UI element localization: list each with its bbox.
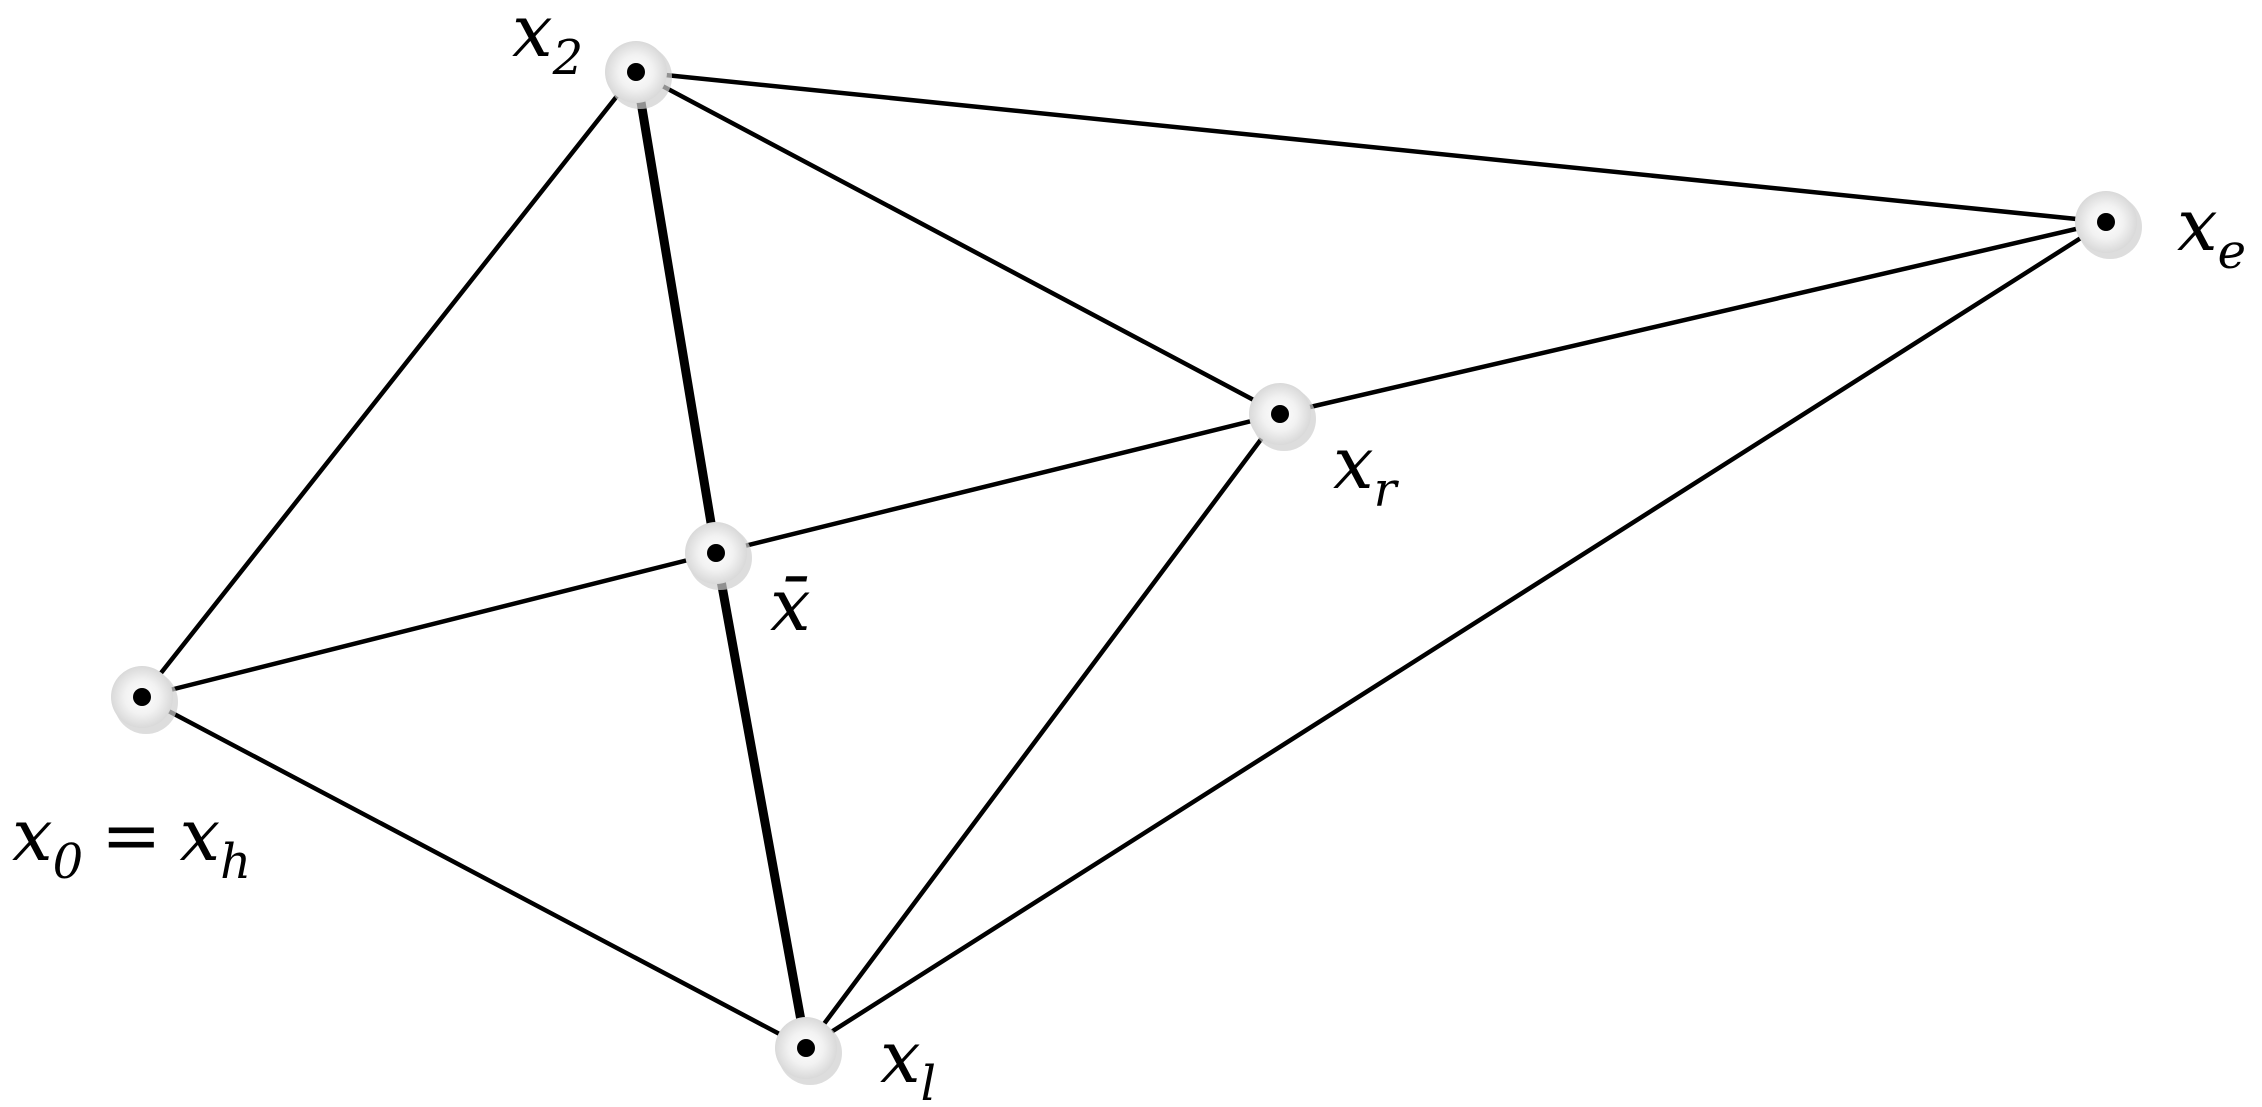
edge-x0-xbar [139,550,719,700]
edge-x2-xbar [631,67,721,558]
node-x2-dot [627,63,645,81]
label-xe-sub: e [2218,224,2246,280]
label-xr-base: x [1333,421,1374,505]
label-x0-xh: x0=xh [12,793,251,890]
svg-text:xe: xe [2177,183,2246,280]
edge-xl-xe [803,219,2109,1051]
node-xe-dot [2097,213,2115,231]
label-xl-sub: l [921,1056,936,1107]
edge-x2-x0 [139,69,639,700]
svg-text:x0=xh: x0=xh [12,793,251,890]
nodes-group [111,41,2142,1085]
label-xh-base: x [179,793,220,877]
node-x0 [111,666,178,734]
node-xbar-dot [707,544,725,562]
label-xe: xe [2177,183,2246,280]
node-xr [1249,383,1316,451]
label-xbar: x̄ [770,563,811,647]
edge-x2-xr [633,69,1283,417]
svg-text:xr: xr [1333,421,1400,518]
node-x0-dot [133,688,151,706]
label-xe-base: x [2177,183,2218,267]
label-xh-sub: h [220,834,251,890]
label-x0-base: x [12,793,53,877]
edge-x0-xl [139,694,809,1051]
label-x2-base: x [512,0,553,73]
edge-xl-xr [803,411,1283,1051]
label-x0-equals: = [101,793,161,877]
node-x2 [605,41,672,109]
svg-text:xl: xl [880,1015,936,1107]
node-xl [775,1017,842,1085]
label-xr: xr [1333,421,1400,518]
edge-xbar-xl [711,548,811,1053]
node-xe [2075,191,2142,259]
edge-xbar-xr [713,411,1283,556]
edges-group [139,67,2109,1053]
node-xbar [685,522,752,590]
edge-xr-xe [1277,219,2109,417]
label-xl: xl [880,1015,936,1107]
label-x2-sub: 2 [552,30,584,86]
svg-text:x2: x2 [512,0,583,86]
edge-x2-xe [633,69,2109,225]
label-xl-base: x [880,1015,921,1099]
label-xr-sub: r [1374,462,1400,518]
label-xbar-base: x̄ [770,563,811,647]
label-x0-sub: 0 [53,834,84,890]
label-x2: x2 [512,0,583,86]
node-xr-dot [1271,405,1289,423]
node-xl-dot [797,1039,815,1057]
